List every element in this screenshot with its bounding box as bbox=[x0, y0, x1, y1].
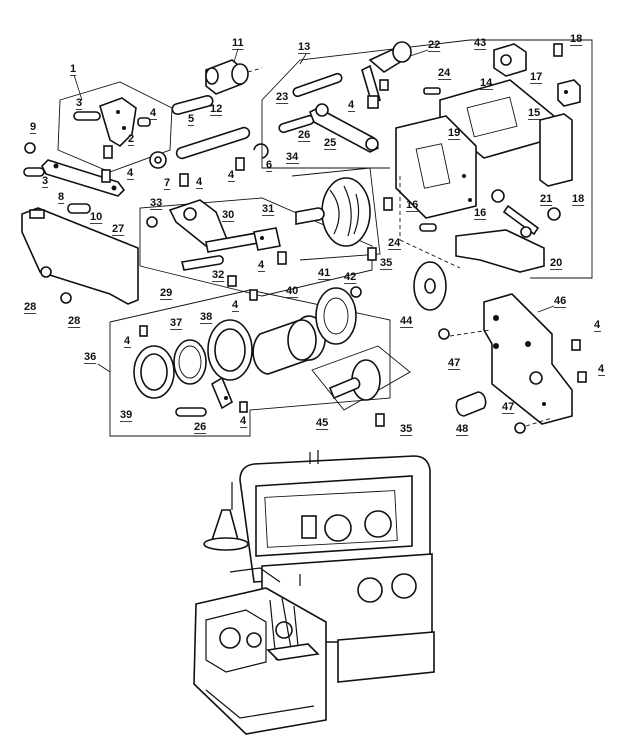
callout-32: 32 bbox=[212, 269, 224, 281]
part-34-cam bbox=[291, 167, 393, 261]
callout-26: 26 bbox=[298, 129, 310, 141]
callout-37: 37 bbox=[170, 317, 182, 329]
callout-41: 41 bbox=[318, 267, 330, 279]
callout-17: 17 bbox=[530, 71, 542, 83]
callout-27: 27 bbox=[112, 223, 124, 235]
callout-4: 4 bbox=[348, 99, 355, 111]
callout-6: 6 bbox=[266, 159, 272, 171]
callout-7: 7 bbox=[164, 177, 170, 189]
part-11-group bbox=[205, 59, 263, 95]
callout-12: 12 bbox=[210, 103, 222, 115]
callout-4: 4 bbox=[124, 335, 131, 347]
callout-1: 1 bbox=[70, 63, 76, 75]
callout-4: 4 bbox=[150, 107, 157, 119]
middle-link-group bbox=[139, 197, 373, 297]
callout-13: 13 bbox=[298, 41, 310, 53]
callout-16: 16 bbox=[474, 207, 486, 219]
callout-4: 4 bbox=[232, 299, 239, 311]
callout-29: 29 bbox=[160, 287, 172, 299]
cover-27 bbox=[21, 207, 139, 305]
callout-39: 39 bbox=[120, 409, 132, 421]
callout-4: 4 bbox=[594, 319, 601, 331]
callout-3: 3 bbox=[42, 175, 48, 187]
callout-2: 2 bbox=[128, 133, 134, 145]
callout-28: 28 bbox=[24, 301, 36, 313]
bracket-46-group bbox=[438, 293, 587, 434]
part-44-disc bbox=[413, 261, 447, 311]
callout-31: 31 bbox=[262, 203, 274, 215]
callout-38: 38 bbox=[200, 311, 212, 323]
callout-4: 4 bbox=[127, 167, 134, 179]
callout-3: 3 bbox=[76, 97, 82, 109]
callout-18: 18 bbox=[570, 33, 582, 45]
callout-8: 8 bbox=[58, 191, 64, 203]
lever-8-group bbox=[23, 142, 126, 214]
callout-20: 20 bbox=[550, 257, 562, 269]
callout-19: 19 bbox=[448, 127, 460, 139]
callout-14: 14 bbox=[480, 77, 493, 89]
callout-28: 28 bbox=[68, 315, 80, 327]
serger-machine bbox=[193, 450, 435, 735]
callout-22: 22 bbox=[428, 39, 440, 51]
upper-link-group bbox=[57, 81, 173, 173]
callout-21: 21 bbox=[540, 193, 552, 205]
part-45-group bbox=[311, 345, 411, 427]
callout-43: 43 bbox=[474, 37, 486, 49]
callout-42: 42 bbox=[344, 271, 356, 283]
callout-40: 40 bbox=[286, 285, 298, 297]
callout-4: 4 bbox=[258, 259, 265, 271]
callout-35: 35 bbox=[380, 257, 392, 269]
callout-35: 35 bbox=[400, 423, 412, 435]
callout-labels: 1 2 3 3 4 4 4 4 4 4 4 4 4 4 4 5 6 7 8 9 … bbox=[24, 33, 605, 436]
upper-right-assembly bbox=[261, 39, 593, 279]
callout-11: 11 bbox=[232, 37, 244, 49]
callout-24: 24 bbox=[438, 67, 451, 79]
callout-16: 16 bbox=[406, 199, 418, 211]
callout-47: 47 bbox=[448, 357, 460, 369]
callout-4: 4 bbox=[228, 169, 235, 181]
callout-47: 47 bbox=[502, 401, 514, 413]
callout-48: 48 bbox=[456, 423, 468, 435]
callout-34: 34 bbox=[286, 151, 299, 163]
callout-4: 4 bbox=[196, 176, 203, 188]
callout-4: 4 bbox=[598, 363, 605, 375]
callout-44: 44 bbox=[400, 315, 413, 327]
callout-5: 5 bbox=[188, 113, 194, 125]
callout-30: 30 bbox=[222, 209, 234, 221]
lower-left-group bbox=[109, 286, 391, 437]
callout-24: 24 bbox=[388, 237, 401, 249]
shaft-5-group bbox=[149, 94, 269, 187]
callout-25: 25 bbox=[324, 137, 336, 149]
callout-23: 23 bbox=[276, 91, 288, 103]
callout-10: 10 bbox=[90, 211, 102, 223]
callout-33: 33 bbox=[150, 197, 162, 209]
callout-36: 36 bbox=[84, 351, 96, 363]
callout-9: 9 bbox=[30, 121, 36, 133]
callout-45: 45 bbox=[316, 417, 328, 429]
callout-4: 4 bbox=[240, 415, 247, 427]
callout-18: 18 bbox=[572, 193, 584, 205]
callout-46: 46 bbox=[554, 295, 566, 307]
callout-26: 26 bbox=[194, 421, 206, 433]
callout-15: 15 bbox=[528, 107, 540, 119]
